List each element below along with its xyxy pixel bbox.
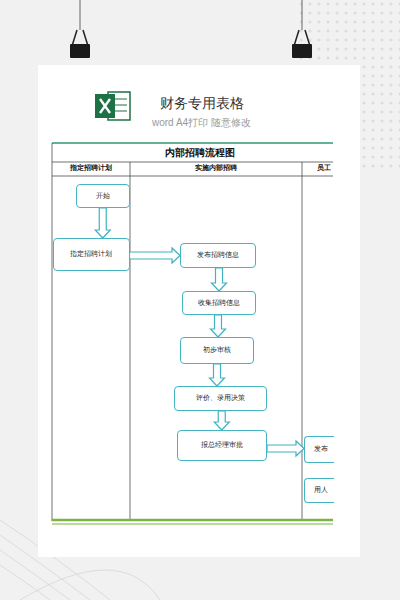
block-arrow — [95, 208, 110, 238]
block-arrow — [267, 441, 304, 456]
process-box: 发布招聘信息 — [180, 243, 256, 268]
table-grid — [52, 143, 333, 524]
diagram-title: 内部招聘流程图 — [165, 147, 235, 159]
block-arrow — [214, 411, 229, 430]
box-text: 发布招聘信息 — [197, 251, 239, 259]
sheet-subheading: word A4打印 随意修改 — [152, 117, 251, 129]
column-header: 员工 — [317, 164, 331, 172]
box-text: 指定招聘计划 — [70, 250, 112, 258]
hanging-string — [80, 0, 81, 30]
process-box: 指定招聘计划 — [53, 238, 130, 271]
box-text: 用人 — [314, 486, 328, 494]
excel-icon — [95, 92, 130, 120]
process-box: 评价、录用决策 — [174, 386, 267, 411]
box-text: 开始 — [96, 192, 110, 200]
box-text: 报总经理审批 — [201, 441, 243, 449]
sheet-heading: 财务专用表格 — [160, 95, 244, 112]
process-box: 用人 — [304, 478, 334, 503]
box-text: 初步审核 — [203, 346, 231, 354]
block-arrow — [212, 268, 227, 291]
block-arrow — [211, 315, 226, 337]
column-header: 实施内部招聘 — [195, 164, 237, 172]
process-box: 初步审核 — [180, 337, 254, 364]
binder-clip — [70, 30, 90, 58]
process-box: 收集招聘信息 — [182, 291, 256, 315]
paper-sheet — [38, 65, 360, 557]
block-arrow — [210, 364, 225, 386]
binder-clip — [292, 30, 312, 58]
box-text: 收集招聘信息 — [198, 299, 240, 307]
column-header: 指定招聘计划 — [70, 164, 112, 172]
block-arrow — [130, 248, 181, 263]
process-box: 开始 — [76, 184, 130, 208]
box-text: 评价、录用决策 — [196, 394, 245, 402]
process-box: 发布 — [304, 436, 334, 463]
process-box: 报总经理审批 — [177, 430, 267, 461]
hanging-string — [302, 0, 303, 30]
box-text: 发布 — [314, 445, 328, 453]
